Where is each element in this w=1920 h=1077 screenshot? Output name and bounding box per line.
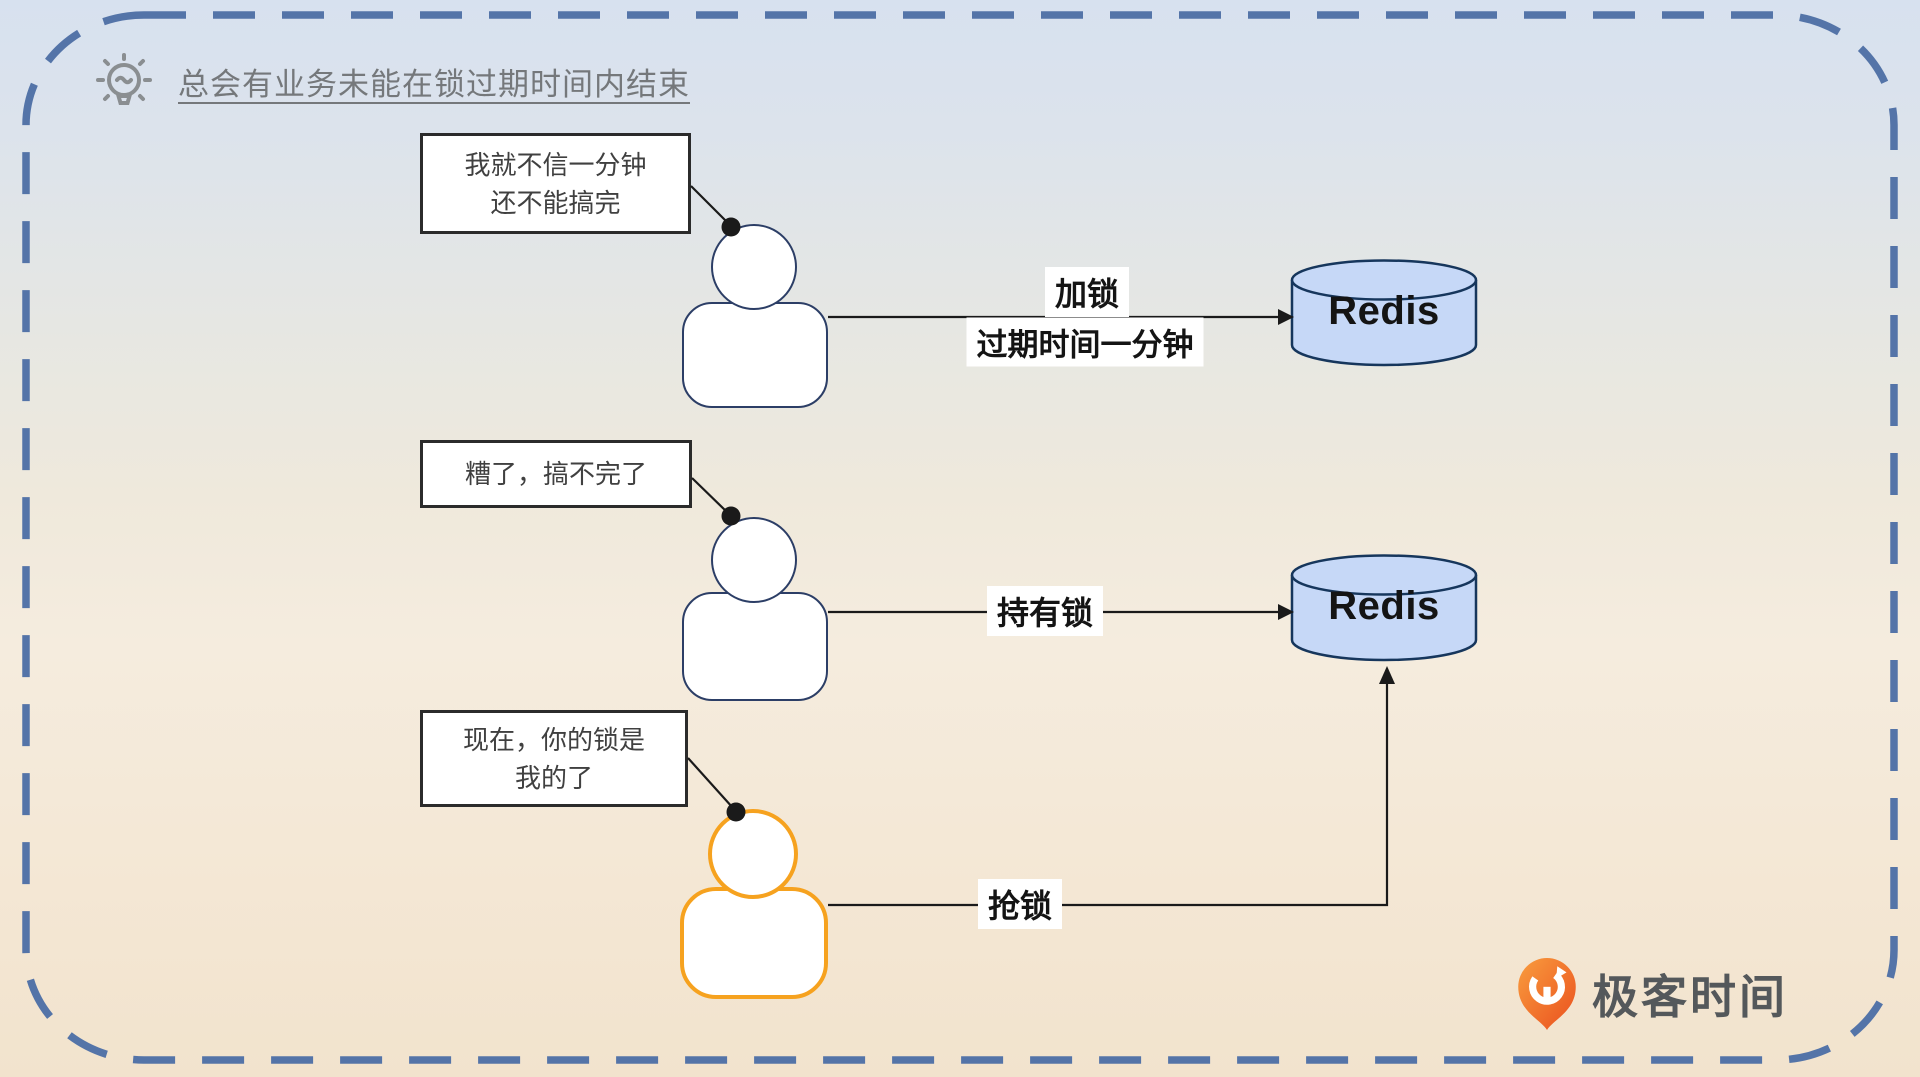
bubble2-connector-line <box>691 477 729 514</box>
lock-expire-label: 过期时间一分钟 <box>966 317 1204 367</box>
page-title: 总会有业务未能在锁过期时间内结束 <box>178 66 690 102</box>
geektime-logo: 极客时间 <box>1516 956 1788 1032</box>
bubble-text: 还不能搞完 <box>490 187 621 218</box>
hold-label: 持有锁 <box>986 586 1104 636</box>
redis-label: Redis <box>1328 289 1440 333</box>
redis-label: Redis <box>1328 584 1440 628</box>
grab-label: 抢锁 <box>977 879 1063 929</box>
user-2-body <box>682 592 828 701</box>
user-1 <box>682 224 828 408</box>
lightbulb-icon <box>96 53 152 105</box>
bubble1-connector-line <box>690 185 730 225</box>
redis-db-2: Redis <box>1290 554 1478 662</box>
lock-label: 加锁 <box>1044 267 1130 317</box>
user-3-head <box>708 809 798 899</box>
user-3-body <box>680 887 828 999</box>
speech-bubble-user1: 我就不信一分钟 还不能搞完 <box>420 133 691 234</box>
speech-bubble-user3: 现在，你的锁是 我的了 <box>420 710 688 807</box>
user-2 <box>682 517 828 701</box>
grab-arrow-line <box>828 682 1389 907</box>
speech-bubble-user2: 糟了，搞不完了 <box>420 440 692 508</box>
frame-border <box>22 11 1898 1064</box>
geektime-logo-text: 极客时间 <box>1592 971 1788 1023</box>
user-1-body <box>682 302 828 408</box>
bubble-text: 现在，你的锁是 <box>462 724 645 755</box>
user-1-head <box>711 224 797 310</box>
geektime-logo-icon <box>1518 958 1576 1030</box>
user-3 <box>680 809 828 999</box>
grab-arrowhead <box>1379 666 1395 684</box>
bubble3-connector-line <box>687 757 734 809</box>
user-2-head <box>711 517 797 603</box>
redis-db-1: Redis <box>1290 259 1478 367</box>
bubble-text: 我就不信一分钟 <box>464 149 647 180</box>
bubble-text: 我的了 <box>514 762 593 793</box>
bubble-text: 糟了，搞不完了 <box>464 459 647 489</box>
header: 总会有业务未能在锁过期时间内结束 <box>92 48 690 118</box>
